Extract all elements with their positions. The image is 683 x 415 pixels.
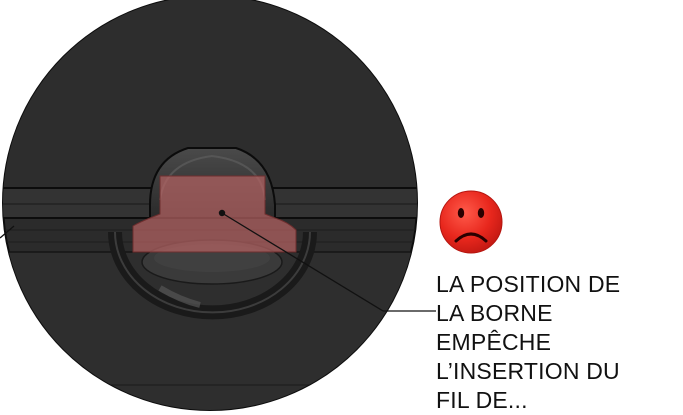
sad-face-icon xyxy=(439,190,503,254)
caption-text: LA POSITION DE LA BORNE EMPÊCHE L’INSERT… xyxy=(436,270,683,415)
caption-line: EMPÊCHE xyxy=(436,329,552,355)
caption-line: LA POSITION DE xyxy=(436,271,621,297)
leader-dot xyxy=(218,209,226,217)
left-leader-line xyxy=(0,225,15,239)
connector-disc xyxy=(2,0,418,411)
caption-line: L’INSERTION DU xyxy=(436,358,620,384)
caption-line: LA BORNE xyxy=(436,300,553,326)
leader-line xyxy=(218,209,436,312)
caption-line: FIL DE... xyxy=(436,387,528,413)
